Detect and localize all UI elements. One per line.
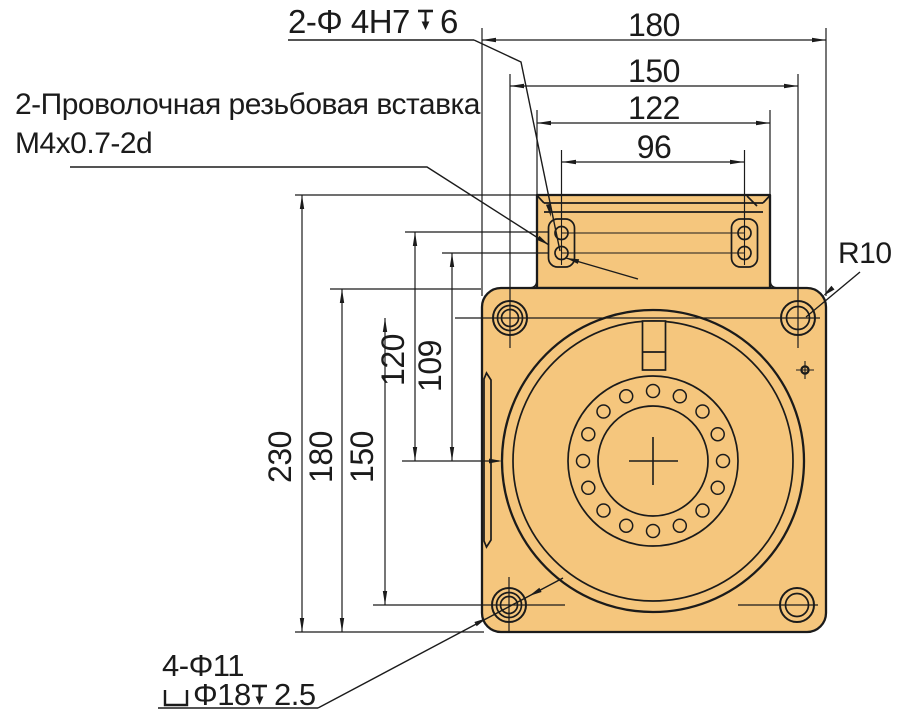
counterbore-depth: 2.5 [274,677,316,712]
bolt-circle-holes [575,383,731,539]
insert-hole [554,245,569,261]
leader-lines [70,39,861,709]
depth-symbol-icon [416,9,435,32]
pin-mark [796,361,814,379]
center-cross [629,437,678,485]
bolt-hole-note: 4-Φ11 [162,648,244,683]
dimension-texts: 180 150 122 96 230 180 150 120 109 [262,7,680,483]
counterbore-dia: Φ18 [193,677,251,712]
tab-chamfer-line [746,195,758,207]
dim-120-left: 120 [375,334,411,386]
thread-insert-note-line2: M4x0.7-2d [15,127,152,160]
dim-180-left: 180 [303,431,339,483]
part-top-tab [535,193,772,290]
insert-hole [737,245,752,261]
tapped-hole-note: 2-Φ 4H7 [288,3,410,40]
extension-lines [295,28,827,633]
dim-180-top: 180 [628,7,680,43]
inner-circle [597,405,709,517]
corner-radius-note: R10 [838,237,892,270]
dim-109-left: 109 [412,340,448,392]
part-main-body [480,279,828,634]
insert-hole [554,225,569,241]
outer-circle [500,308,806,614]
depth-symbol-icon [250,684,269,707]
dim-96-top: 96 [637,129,672,165]
counterbore-symbol-icon [163,690,189,707]
note-texts: 2-Φ 4H7 6 2-Проволочная резьбовая вставк… [15,3,892,712]
rotary-face [500,308,806,614]
dimension-lines [299,37,826,632]
bolt-ring-circle [567,375,739,547]
dim-122-top: 122 [628,90,680,126]
key-slot [641,320,667,371]
thread-insert-note-line1: 2-Проволочная резьбовая вставка [15,88,481,121]
dim-230-left: 230 [262,431,298,483]
tapped-hole-depth: 6 [440,3,458,40]
dim-150-top: 150 [628,53,680,89]
dim-150-left: 150 [344,431,380,483]
side-flat-strip [483,371,492,549]
insert-hole [737,225,752,241]
